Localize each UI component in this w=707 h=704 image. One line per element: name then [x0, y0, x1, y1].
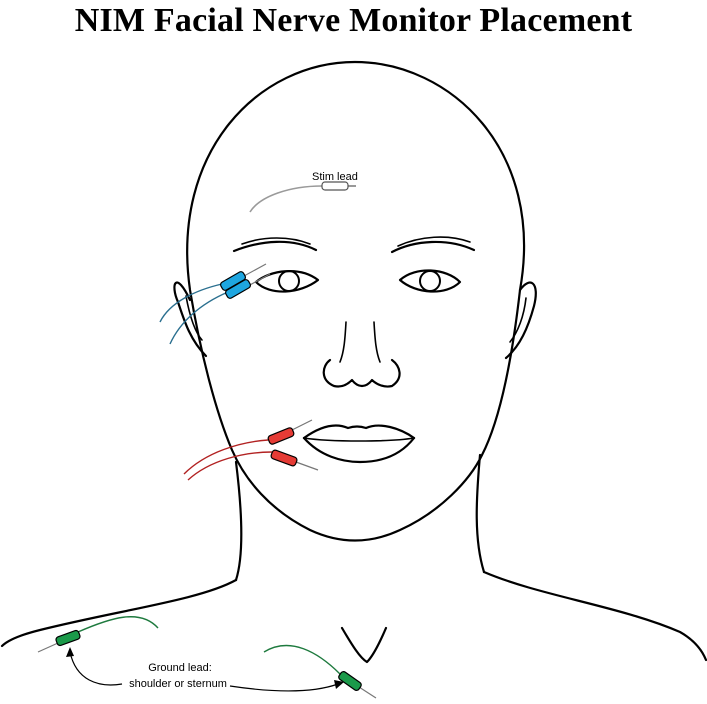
ground-electrode-left [55, 629, 81, 647]
eye-wire-lower [169, 291, 229, 345]
ground-electrode-right [338, 671, 362, 691]
head-outline [186, 60, 526, 542]
right-ear-inner [509, 297, 527, 343]
lower-lip [302, 436, 416, 464]
right-eyebrow [390, 240, 476, 254]
ground-lead-label-line1: Ground lead: [148, 662, 212, 674]
ground-wire-left [77, 616, 159, 633]
sternal-notch [340, 626, 388, 664]
ground-arrow-right [229, 683, 339, 692]
mouth-electrode-lower [270, 449, 298, 467]
mouth-needle-lower [295, 461, 319, 471]
ground-lead-label-line2: shoulder or sternum [129, 678, 227, 690]
stim-lead-label: Stim lead [312, 171, 358, 183]
right-eye [398, 269, 462, 293]
ground-arrow-left-head [66, 647, 74, 657]
ground-arrow-right-head [334, 680, 344, 689]
right-ear [504, 281, 537, 360]
right-iris [419, 270, 441, 292]
eye-needle-lower [247, 273, 271, 287]
mouth-wire-upper [183, 439, 269, 475]
left-eye [254, 270, 320, 293]
stim-lead-connector [321, 181, 349, 191]
eye-wire-upper [159, 283, 223, 323]
nose-bridge-right [373, 321, 381, 363]
left-eyebrow [232, 240, 318, 253]
ground-needle-right [358, 686, 377, 699]
upper-lip [302, 424, 416, 440]
eye-needle-upper [243, 263, 267, 277]
mouth-electrode-upper [267, 427, 295, 445]
mouth-wire-lower [187, 451, 273, 481]
mouth-needle-upper [291, 419, 313, 431]
left-iris [278, 270, 300, 292]
left-eyebrow-upper [241, 237, 311, 245]
eye-electrode-lower [224, 279, 252, 299]
neck-left [234, 460, 243, 582]
right-eyebrow-upper [397, 236, 471, 247]
ground-needle-left [37, 642, 59, 653]
nose-bridge-left [339, 321, 347, 363]
nose-bottom [322, 358, 401, 388]
ground-arrow-left [69, 651, 123, 686]
neck-right [475, 453, 486, 574]
left-ear-inner [185, 295, 203, 341]
right-shoulder [482, 570, 707, 662]
stim-lead-wire [249, 185, 323, 213]
left-shoulder [0, 578, 238, 648]
diagram-title: NIM Facial Nerve Monitor Placement [74, 2, 633, 39]
lip-line [303, 437, 415, 442]
ground-wire-right [263, 644, 341, 675]
